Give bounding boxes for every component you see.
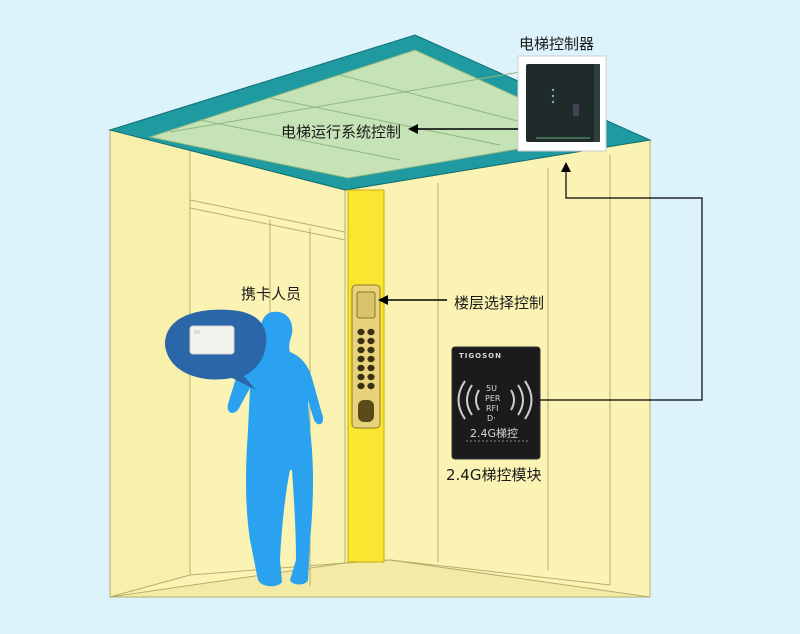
card-holder-label: 携卡人员 <box>241 285 302 303</box>
floor-button <box>357 337 365 345</box>
module-face-text-3: RFI <box>486 404 499 413</box>
floor-button <box>367 364 375 372</box>
floor-button <box>367 328 375 336</box>
signal-connectors <box>378 124 703 401</box>
floor-button <box>367 373 375 381</box>
floor-button <box>367 346 375 354</box>
floor-button <box>357 373 365 381</box>
floor-button <box>367 382 375 390</box>
floor-control-label: 楼层选择控制 <box>454 294 545 312</box>
ceiling-seam-2 <box>269 97 501 146</box>
ceiling-seam-4 <box>169 71 521 133</box>
floor-button <box>357 364 365 372</box>
module-to-controller-line <box>540 162 703 401</box>
module-device <box>451 346 541 460</box>
rfid-waves-icon <box>457 380 533 420</box>
elevator-control-module <box>451 346 541 460</box>
floor-button <box>357 382 365 390</box>
floor-button <box>367 355 375 363</box>
system-control-label: 电梯运行系统控制 <box>281 123 402 141</box>
controller-device <box>526 64 600 142</box>
door-frame-top-2 <box>189 207 346 241</box>
module-brand-text: TIGOSON <box>459 352 502 360</box>
floor-button <box>357 328 365 336</box>
module-face-text-1: 5U <box>486 384 497 393</box>
floor-button-panel <box>351 284 381 429</box>
ceiling-seam-1 <box>199 119 401 161</box>
module-model-text: 2.4G梯控 <box>470 427 519 440</box>
floor-button <box>357 346 365 354</box>
module-face-text-2: PER <box>485 394 501 403</box>
elevator-controller <box>517 55 607 152</box>
module-face-text-4: D· <box>487 414 496 423</box>
ceiling <box>108 34 652 191</box>
floor-buttons <box>357 328 375 390</box>
card-holder-person <box>165 309 324 587</box>
controller-label: 电梯控制器 <box>519 35 595 53</box>
floor-button <box>357 355 365 363</box>
rfid-card-icon <box>189 325 235 355</box>
floor-button <box>367 337 375 345</box>
door-frame-top <box>189 199 346 233</box>
module-label: 2.4G梯控模块 <box>446 466 542 484</box>
person-silhouette <box>227 311 324 587</box>
